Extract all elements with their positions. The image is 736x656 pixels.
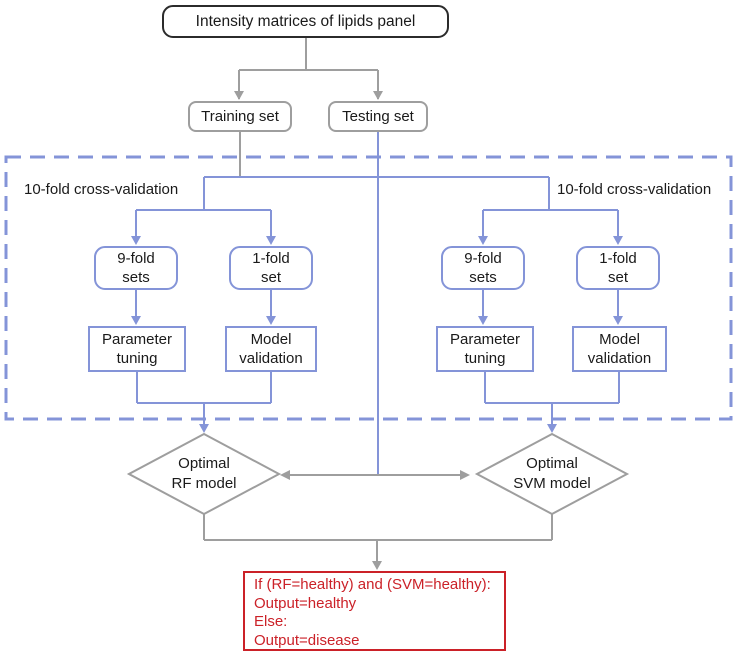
root-node: Intensity matrices of lipids panel [162,5,449,38]
arrowhead-into-rf [280,470,290,480]
blue-arrowheads [131,236,623,433]
rule-line-output-disease: Output=disease [254,631,360,649]
right-parameter-tuning-node: Parameter tuning [436,326,534,372]
left-model-validation-node: Model validation [225,326,317,372]
right-model-validation-label: Model validation [587,331,652,367]
left-parameter-tuning-label: Parameter tuning [101,331,173,367]
arrowhead-svm-diamond [547,424,557,433]
output-rule-box: If (RF=healthy) and (SVM=healthy): Outpu… [243,571,506,651]
testing-set-label: Testing set [342,108,414,125]
arrowhead-lparam [131,316,141,325]
cv-dashed-region [4,155,733,421]
arrowhead-rvalid [613,316,623,325]
arrowhead-r9fold [478,236,488,245]
rule-line-output-healthy: Output=healthy [254,594,357,612]
testing-set-node: Testing set [328,101,428,132]
left-1fold-label: 1-fold set [252,250,290,286]
right-9fold-label: 9-fold sets [464,250,502,286]
rule-line-if: If (RF=healthy) and (SVM=healthy): [254,576,491,593]
training-set-node: Training set [188,101,292,132]
rf-decision-diamond [126,432,282,516]
gray-connectors [203,38,553,567]
arrowhead-training [234,91,244,100]
gray-arrowheads [234,91,470,570]
arrowhead-testing [373,91,383,100]
arrowhead-into-svm [460,470,470,480]
arrowhead-rf-diamond [199,424,209,433]
root-node-label: Intensity matrices of lipids panel [195,13,416,30]
rule-line-else: Else: [254,613,288,630]
left-9fold-node: 9-fold sets [94,246,178,290]
right-1fold-node: 1-fold set [576,246,660,290]
cv-left-label: 10-fold cross-validation [24,181,179,198]
right-1fold-label: 1-fold set [599,250,637,286]
arrowhead-l9fold [131,236,141,245]
left-9fold-label: 9-fold sets [117,250,155,286]
blue-connectors [135,132,620,474]
left-model-validation-label: Model validation [239,331,303,367]
left-parameter-tuning-node: Parameter tuning [88,326,186,372]
left-1fold-node: 1-fold set [229,246,313,290]
right-parameter-tuning-label: Parameter tuning [449,331,521,367]
right-9fold-node: 9-fold sets [441,246,525,290]
arrowhead-lvalid [266,316,276,325]
arrowhead-rparam [478,316,488,325]
arrowhead-l1fold [266,236,276,245]
arrowhead-rule [372,561,382,570]
svm-decision-diamond [474,432,630,516]
training-set-label: Training set [201,108,279,125]
cv-right-label: 10-fold cross-validation [557,181,712,198]
arrowhead-r1fold [613,236,623,245]
right-model-validation-node: Model validation [572,326,667,372]
